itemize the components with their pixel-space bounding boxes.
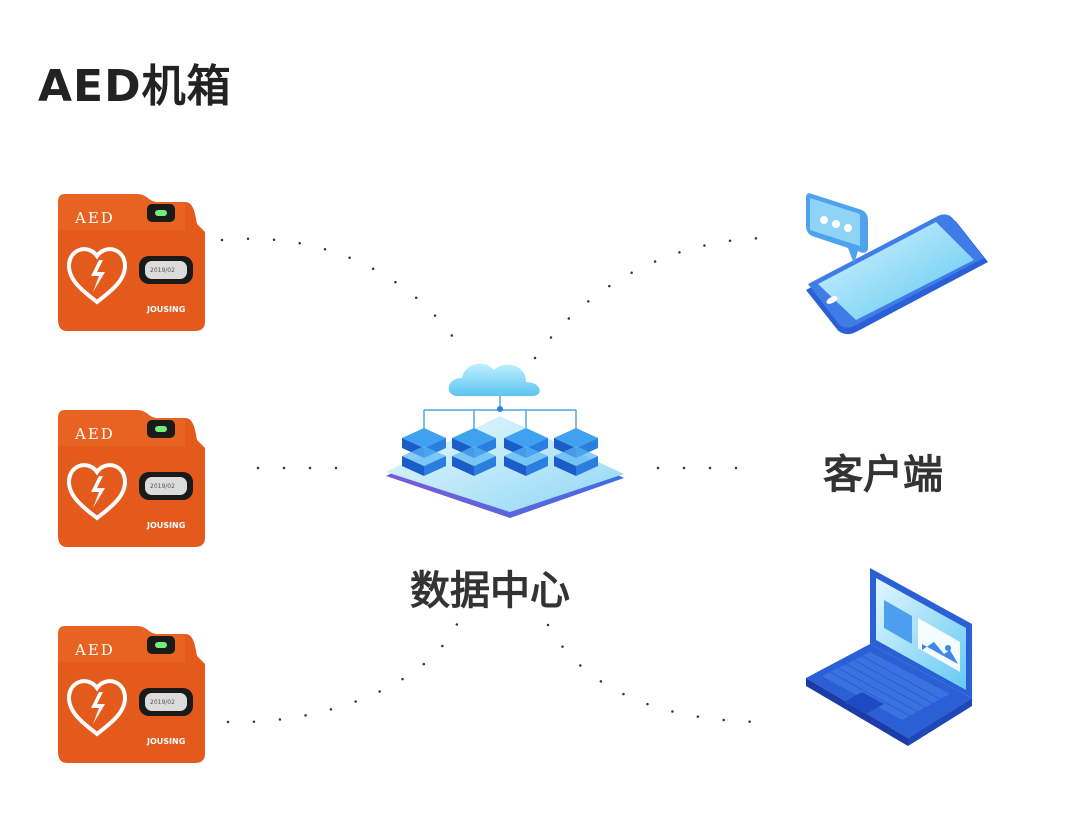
- aed-brand-text: AED: [74, 209, 115, 227]
- link-center-laptop: [546, 623, 770, 724]
- link-aed3-center: [226, 610, 464, 724]
- aed-brand-text: AED: [74, 425, 115, 443]
- smartphone-icon: [806, 193, 988, 335]
- laptop-icon: [806, 568, 972, 746]
- aed-date-text: 2019/02: [150, 483, 175, 490]
- aed-date-text: 2019/02: [150, 699, 175, 706]
- page-title: AED机箱: [38, 61, 232, 112]
- data-center-icon: [386, 363, 624, 518]
- aed-maker-text: JOUSING: [146, 305, 185, 314]
- aed-date-text: 2019/02: [150, 267, 175, 274]
- data-center-label: 数据中心: [410, 568, 570, 614]
- aed-box-1: AED 2019/02 JOUSING: [58, 194, 205, 331]
- aed-brand-text: AED: [74, 641, 115, 659]
- aed-box-2: AED 2019/02 JOUSING: [58, 410, 205, 547]
- aed-box-3: AED 2019/02 JOUSING: [58, 626, 205, 763]
- aed-maker-text: JOUSING: [146, 737, 185, 746]
- server-stacks: [402, 428, 598, 476]
- client-label: 客户端: [823, 452, 943, 498]
- aed-maker-text: JOUSING: [146, 521, 185, 530]
- link-aed1-center: [220, 237, 467, 357]
